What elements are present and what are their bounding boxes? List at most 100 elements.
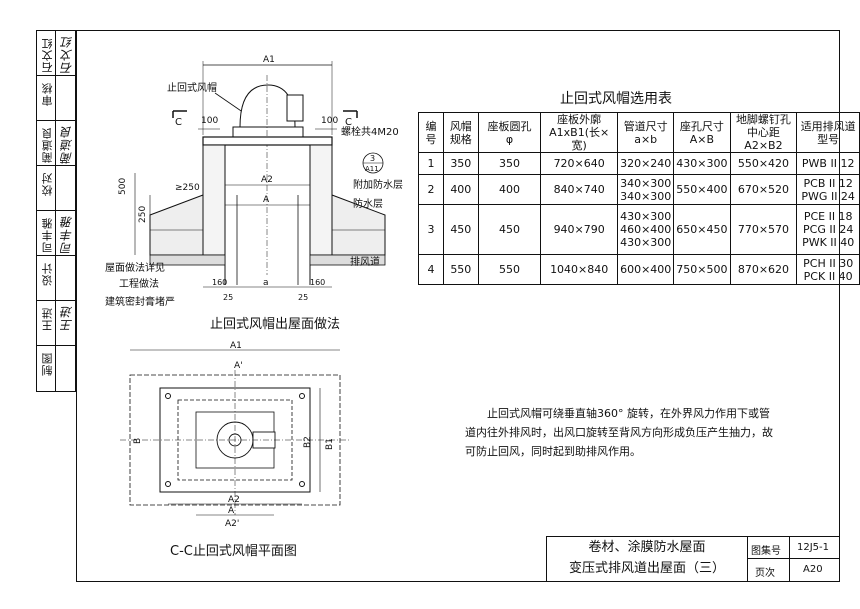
dim-A: A [263,195,270,205]
plan-Ap: A' [234,361,243,371]
roof-note-1: 屋面做法详见 [105,261,165,274]
cell-line: 320×240 [620,157,672,170]
dim-100b: 100 [321,116,338,126]
signoff-signature: 王进 [60,305,74,331]
table-cell-pipe: 320×240 [617,152,675,175]
cell-line: 460×400 [620,223,672,236]
table-cell-spec: 450 [442,204,479,255]
signoff-label: 王进 [41,307,54,331]
note-line-1: 止回式风帽可绕垂直轴360° 旋转，在外界风力作用下或管 [487,407,770,420]
signoff-row: 校对 [37,166,75,211]
table-cell-hole: 400 [477,174,542,205]
table-cell-spec: 350 [442,152,479,175]
dim-A1: A1 [263,55,275,65]
table-cell-no: 3 [418,204,444,255]
page-value: A20 [803,564,823,575]
header-line: 编 [425,119,437,133]
signoff-signature: 司丰雅 [60,215,74,254]
cell-line: 430×300 [620,236,672,249]
signoff-row: 司丰雅司丰雅 [37,211,75,256]
table-header-cell: 适用排风道型号 [796,112,860,153]
plan-A2p: A2' [225,519,239,529]
header-line: 适用排风道 [800,119,856,133]
signoff-signature: 石文红 [60,35,74,74]
dim-500: 500 [118,178,128,195]
header-line: 管道尺寸 [623,119,668,133]
signoff-label: 石文红 [41,37,54,73]
table-cell-hole: 450 [477,204,542,255]
cell-line: 340×300 [620,189,672,203]
table-header-cell: 编号 [418,112,444,153]
table-cell-bolt: 770×570 [729,204,798,255]
signoff-row: 蔺道良蔺道良 [37,121,75,166]
plan-A1: A1 [230,341,242,351]
cell-line: PCG II 24 [803,223,854,236]
signoff-row: 审核 [37,76,75,121]
roof-note-2: 工程做法 [119,277,159,290]
header-line: 座孔尺寸 [679,119,724,133]
dim-A2: A2 [261,175,273,185]
plan-B1: B1 [325,438,335,450]
signoff-label: 审核 [41,82,54,106]
cell-line: PWB II 12 [801,157,855,170]
dim-160b: 160 [310,278,325,287]
dim-100a: 100 [201,116,218,126]
note-line-2: 道内往外排风时，出风口旋转至背风方向形成负压产生抽力，故 [465,426,773,439]
plan-B: B [133,438,143,444]
dim-160a: 160 [212,278,227,287]
signoff-row: 石文红石文红 [37,31,75,76]
cell-line: PCE II 18 [803,210,853,223]
table-cell-seat: 650×450 [673,204,731,255]
table-title: 止回式风帽选用表 [560,91,672,107]
signoff-row: 设计 [37,256,75,301]
table-header-cell: 风帽规格 [442,112,479,153]
dim-25a: 25 [223,293,233,302]
bolt-label: 螺栓共4M20 [341,125,399,138]
cell-line: PWK II 40 [802,236,855,249]
title-block: 卷材、涂膜防水屋面 变压式排风道出屋面（三） 图集号 12J5-1 页次 A20 [546,536,840,582]
cap-label: 止回式风帽 [167,81,217,94]
page-label: 页次 [755,568,775,579]
plan-B2: B2 [303,436,313,448]
note-block: 止回式风帽可绕垂直轴360° 旋转，在外界风力作用下或管 道内往外排风时，出风口… [465,404,795,461]
signoff-row: 王进王进 [37,301,75,346]
signoff-row: 制图 [37,346,75,391]
signoff-label: 蔺道良 [41,127,54,163]
cut-right: C [345,117,352,128]
title-line-1: 卷材、涂膜防水屋面 [588,540,706,555]
table-header-cell: 地脚螺钉孔中心距A2×B2 [729,112,798,153]
header-line: 座板圆孔 [487,119,532,133]
header-line: φ [505,132,514,146]
cell-line: PCB II 12 [803,176,853,190]
header-line: 号 [425,132,437,146]
table-cell-models: PWB II 12 [796,152,860,175]
table-cell-spec: 400 [442,174,479,205]
header-line: 风帽 [449,119,472,133]
table-cell-hole: 550 [477,254,542,285]
duct-label: 排风道 [350,255,380,268]
note-line-3: 可防止回风，同时起到助排风作用。 [465,445,641,458]
table-cell-bolt: 670×520 [729,174,798,205]
section-title: 止回式风帽出屋面做法 [210,317,341,332]
table-cell-bolt: 870×620 [729,254,798,285]
table-cell-plate: 720×640 [540,152,619,175]
plan-drawing: A1 A' A2 A A2' B1 B2 B [120,341,350,529]
table-cell-seat: 430×300 [673,152,731,175]
dim-a: a [263,278,269,288]
signoff-label: 设计 [41,262,54,286]
header-line: A×B [689,132,715,146]
